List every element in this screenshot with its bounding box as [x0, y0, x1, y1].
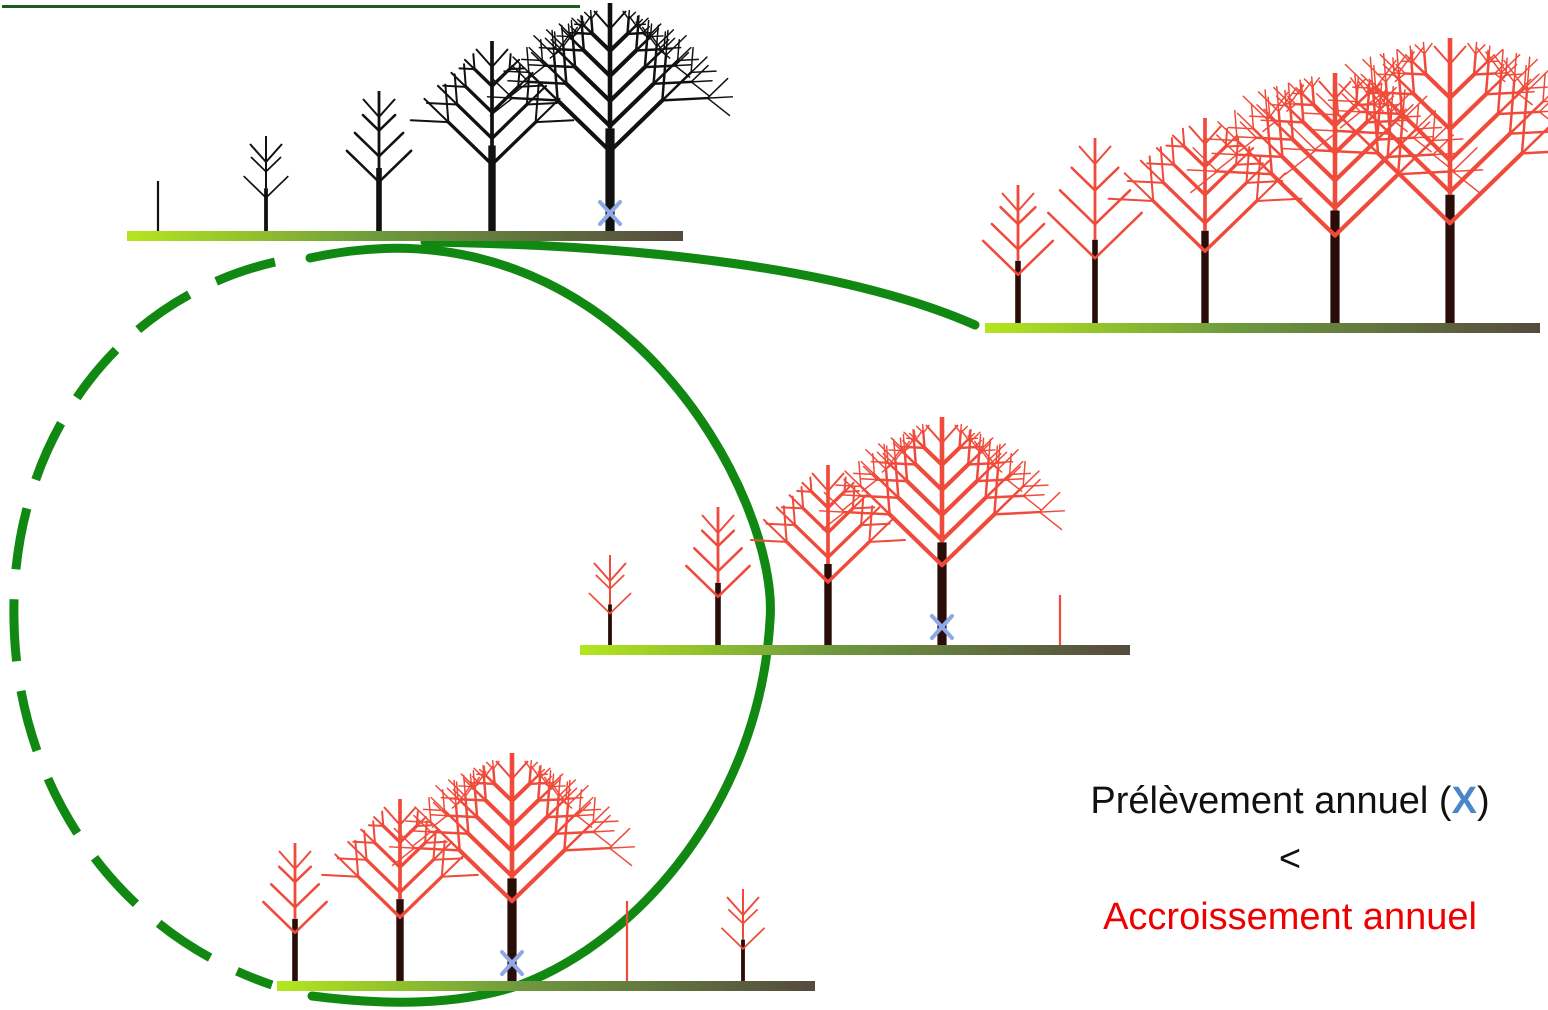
title-underline	[2, 5, 580, 8]
panel-initial-stand	[127, 3, 734, 241]
panel-grown-stand	[981, 38, 1548, 333]
tree	[981, 185, 1055, 323]
ground-line	[985, 323, 1540, 333]
tree	[262, 843, 328, 981]
panel-regenerated-stand	[262, 753, 815, 991]
tree	[1281, 38, 1548, 323]
tree	[1047, 138, 1143, 323]
ground-line	[127, 231, 683, 241]
tree	[750, 465, 906, 645]
tree	[818, 417, 1066, 645]
panel-after-harvest	[580, 417, 1130, 655]
tree	[1186, 73, 1484, 323]
tree	[721, 889, 765, 981]
tree	[243, 136, 289, 231]
cycle-arrows	[9, 237, 980, 1007]
ground-line	[580, 645, 1130, 655]
harvest-label: Prélèvement annuel (	[1090, 780, 1452, 822]
arrow-solid-loop	[305, 243, 775, 1007]
tree	[588, 555, 632, 645]
harvest-growth-caption: Prélèvement annuel (X) < Accroissement a…	[1030, 772, 1548, 946]
comparator-symbol: <	[1278, 838, 1302, 880]
tree	[486, 3, 734, 231]
harvest-line: Prélèvement annuel (X)	[1030, 772, 1548, 830]
harvest-x-symbol: X	[1451, 780, 1477, 822]
tree	[685, 507, 751, 645]
tree	[345, 91, 413, 231]
ground-line	[277, 981, 815, 991]
tree	[409, 41, 575, 231]
arrow-to-grown-stand	[420, 237, 980, 330]
arrow-dashed-loop	[9, 257, 277, 990]
stand-panels	[127, 3, 1548, 991]
harvest-close-paren: )	[1476, 780, 1490, 822]
tree	[321, 799, 479, 981]
growth-label: Accroissement annuel	[1103, 896, 1477, 938]
